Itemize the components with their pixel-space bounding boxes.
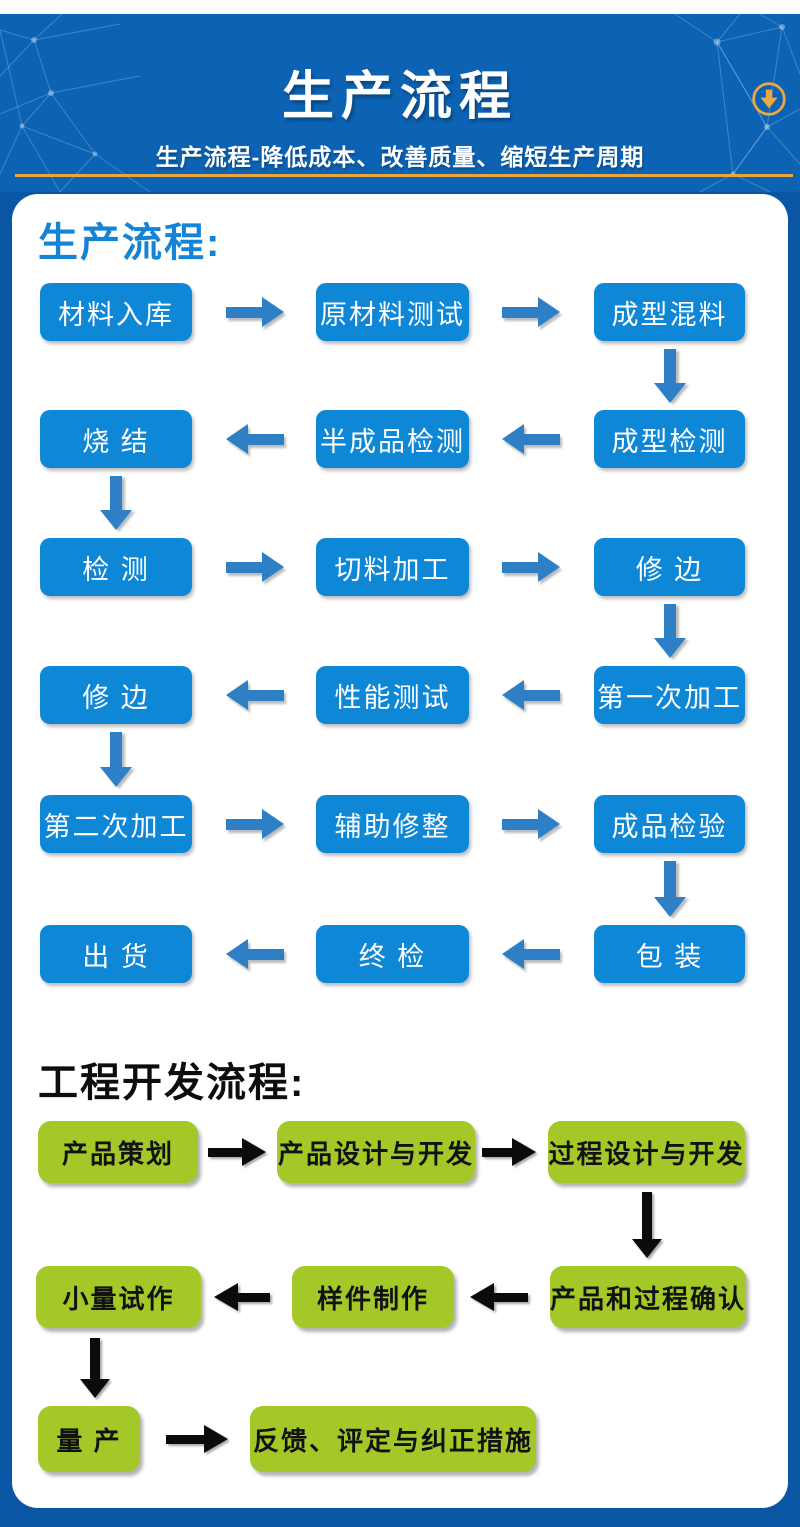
- engineering-step: 反馈、评定与纠正措施: [250, 1406, 536, 1472]
- production-step: 第二次加工: [40, 795, 192, 853]
- production-step: 修 边: [40, 666, 192, 724]
- engineering-step: 过程设计与开发: [548, 1121, 745, 1183]
- production-step: 原材料测试: [316, 283, 469, 341]
- arrow-left-icon: [502, 939, 560, 969]
- production-step: 辅助修整: [316, 795, 469, 853]
- production-step: 半成品检测: [316, 410, 469, 468]
- arrow-left-icon: [226, 939, 284, 969]
- top-white-strip: [0, 0, 800, 14]
- arrow-right-icon: [226, 809, 284, 839]
- arrow-left-icon: [214, 1282, 270, 1312]
- engineering-step: 产品策划: [38, 1121, 198, 1183]
- page-subtitle: 生产流程-降低成本、改善质量、缩短生产周期: [155, 144, 645, 170]
- engineering-step: 小量试作: [36, 1266, 201, 1328]
- production-step: 修 边: [594, 538, 745, 596]
- production-step: 材料入库: [40, 283, 192, 341]
- production-step: 终 检: [316, 925, 469, 983]
- arrow-down-icon: [100, 476, 132, 530]
- production-step: 包 装: [594, 925, 745, 983]
- production-step: 成型混料: [594, 283, 745, 341]
- engineering-step: 量 产: [38, 1406, 140, 1472]
- production-step: 第一次加工: [594, 666, 745, 724]
- production-step: 烧 结: [40, 410, 192, 468]
- production-step: 成品检验: [594, 795, 745, 853]
- arrow-left-icon: [502, 424, 560, 454]
- arrow-right-icon: [482, 1137, 536, 1167]
- arrow-down-icon: [631, 1192, 663, 1258]
- gold-divider: [15, 174, 793, 177]
- arrow-right-icon: [502, 297, 560, 327]
- production-step: 检 测: [40, 538, 192, 596]
- engineering-flow-heading: 工程开发流程:: [38, 1061, 306, 1105]
- page-title: 生产流程: [281, 68, 518, 126]
- arrow-right-icon: [166, 1424, 228, 1454]
- arrow-down-icon: [79, 1338, 111, 1398]
- circle-down-arrow-icon[interactable]: [751, 81, 787, 117]
- arrow-left-icon: [470, 1282, 528, 1312]
- arrow-left-icon: [502, 680, 560, 710]
- engineering-step: 产品和过程确认: [550, 1266, 746, 1328]
- engineering-step: 样件制作: [292, 1266, 454, 1328]
- arrow-left-icon: [226, 680, 284, 710]
- engineering-step: 产品设计与开发: [277, 1121, 475, 1183]
- production-step: 切料加工: [316, 538, 469, 596]
- arrow-right-icon: [226, 297, 284, 327]
- arrow-down-icon: [654, 604, 686, 658]
- production-step: 性能测试: [316, 666, 469, 724]
- arrow-right-icon: [226, 552, 284, 582]
- header-banner: 生产流程 生产流程-降低成本、改善质量、缩短生产周期: [0, 14, 800, 192]
- arrow-right-icon: [502, 552, 560, 582]
- arrow-down-icon: [654, 349, 686, 403]
- arrow-down-icon: [100, 732, 132, 787]
- arrow-right-icon: [502, 809, 560, 839]
- arrow-left-icon: [226, 424, 284, 454]
- production-step: 出 货: [40, 925, 192, 983]
- production-flow-heading: 生产流程:: [38, 221, 222, 265]
- arrow-right-icon: [208, 1137, 266, 1167]
- arrow-down-icon: [654, 861, 686, 917]
- production-step: 成型检测: [594, 410, 745, 468]
